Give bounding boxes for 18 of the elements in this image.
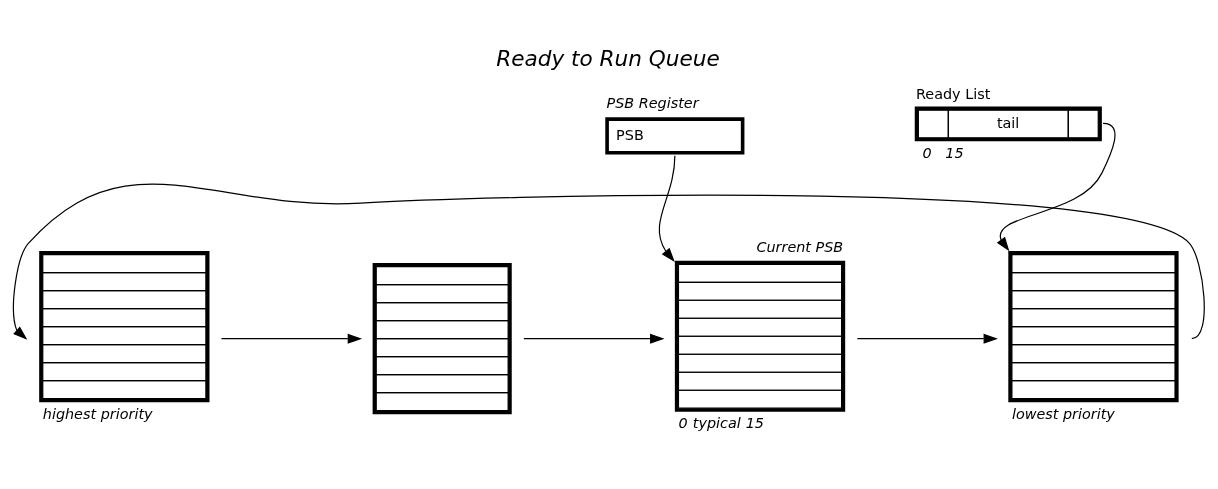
node-box: PSB <box>605 117 745 155</box>
arrow <box>658 155 676 263</box>
node-label: typical <box>692 415 741 432</box>
node-label: 0 <box>922 144 932 161</box>
arrow <box>220 333 363 344</box>
node-label: 15 <box>745 415 764 432</box>
arrow <box>523 333 665 344</box>
node-label: Current PSB <box>756 238 844 255</box>
diagram-title: Ready to Run Queue <box>496 45 720 71</box>
node-label: highest priority <box>42 405 153 422</box>
node-label: 0 <box>678 415 688 432</box>
arrow <box>12 183 1205 340</box>
node-label: PSB Register <box>606 95 699 112</box>
arrow <box>856 333 998 344</box>
arrow <box>996 122 1116 252</box>
node-label: 15 <box>945 144 964 161</box>
node-label: lowest priority <box>1011 405 1115 422</box>
node-label: Ready List <box>915 85 991 102</box>
